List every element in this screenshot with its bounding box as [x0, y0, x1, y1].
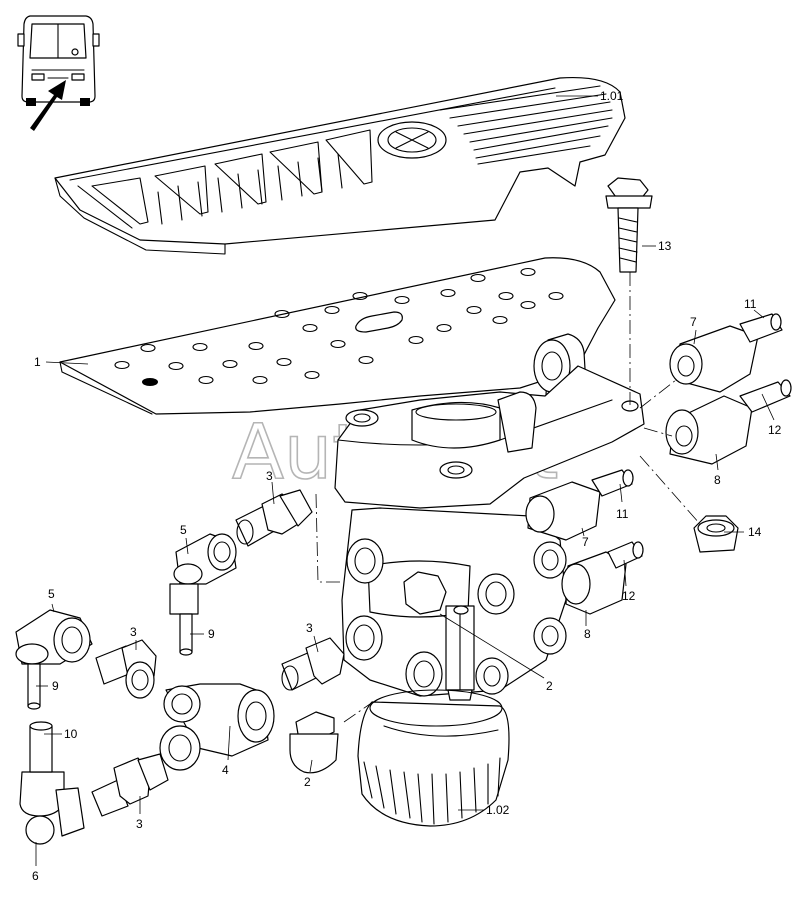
callout-3-left: 3 [130, 625, 137, 639]
pedal-plate [59, 257, 616, 415]
callout-14: 14 [748, 525, 762, 539]
callout-5-upper: 5 [180, 523, 187, 537]
coupling-3-left [95, 639, 157, 699]
callout-1-01: 1.01 [600, 89, 624, 103]
callout-5-lower: 5 [48, 587, 55, 601]
callout-6: 6 [32, 869, 39, 883]
callout-13: 13 [658, 239, 672, 253]
fitting-8-upper [665, 379, 792, 465]
nut-14 [693, 515, 739, 553]
elbow-5-upper [169, 533, 237, 656]
callout-1: 1 [34, 355, 41, 369]
callout-3-lower: 3 [136, 817, 143, 831]
callout-3-mid: 3 [306, 621, 313, 635]
callout-10: 10 [64, 727, 78, 741]
callout-8-upper: 8 [714, 473, 721, 487]
coupling-3-lower [91, 753, 169, 817]
callout-9-upper: 9 [208, 627, 215, 641]
fitting-8-lower [561, 541, 644, 615]
callout-11-lower: 11 [616, 507, 629, 521]
callout-2-left: 2 [304, 775, 311, 789]
callout-9-lower: 9 [52, 679, 59, 693]
elbow-6 [19, 721, 85, 845]
callout-3-upper: 3 [266, 469, 273, 483]
callout-12-upper: 12 [768, 423, 782, 437]
coupling-3-mid [281, 637, 345, 691]
callout-7-lower: 7 [582, 535, 589, 549]
callout-2-right: 2 [546, 679, 553, 693]
plug-2 [289, 711, 339, 774]
arrow-icon [30, 80, 66, 131]
tee-4 [159, 683, 275, 771]
coupling-3-upper [235, 489, 313, 547]
cover-logo [377, 121, 447, 159]
leader-lines [35, 95, 775, 866]
callout-7-upper: 7 [690, 315, 697, 329]
brake-valve-body [334, 365, 645, 827]
fitting-7-lower [525, 469, 634, 541]
housing-ribs [363, 757, 501, 825]
cover-ribs [91, 85, 613, 225]
bolt-13 [605, 177, 653, 273]
elbow-5-lower [15, 609, 93, 710]
callout-11-upper: 11 [744, 297, 757, 311]
callout-4: 4 [222, 763, 229, 777]
callout-8-lower: 8 [584, 627, 591, 641]
pedal-cover [54, 76, 626, 255]
bus-front-icon [17, 15, 100, 106]
plate-holes [114, 267, 564, 386]
callout-1-02: 1.02 [486, 803, 510, 817]
callout-12-lower: 12 [622, 589, 636, 603]
valve-ports [345, 538, 567, 697]
callout-labels: 1.01 13 1 11 7 12 8 3 5 9 11 7 14 12 8 5… [32, 89, 782, 883]
fitting-7-upper [669, 313, 783, 393]
